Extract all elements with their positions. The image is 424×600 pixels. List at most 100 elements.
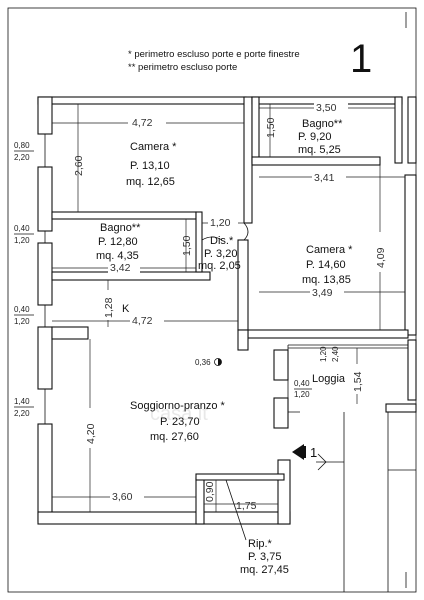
dim-bagno1-width: 3,50 <box>316 102 337 114</box>
room-rip-area: mq. 27,45 <box>240 564 289 576</box>
dimension-label-bg <box>128 115 166 129</box>
sheet-number: 1 <box>350 37 372 81</box>
watermark: casa.it <box>150 403 208 425</box>
dim-soggiorno-depth: 4,20 <box>85 423 97 444</box>
railing-mark <box>317 453 327 471</box>
room-loggia-name: Loggia <box>312 373 346 385</box>
note-line-2: ** perimetro escluso porte <box>128 62 237 73</box>
wall <box>251 96 260 164</box>
wall <box>195 477 205 525</box>
dim-camera1-depth: 2,60 <box>73 155 85 176</box>
wall <box>273 397 289 429</box>
room-camera1-perimeter: P. 13,10 <box>130 160 170 172</box>
window-4-sill: 1,40 <box>14 397 30 406</box>
dim-camera1-width: 4,72 <box>132 117 153 129</box>
dimension-label-bg <box>101 290 113 320</box>
ceiling-mark-symbol <box>218 358 222 366</box>
window-2-height: 1,20 <box>14 236 30 245</box>
wall <box>251 156 381 166</box>
room-k-name: K <box>122 303 130 315</box>
dimension-label-bg <box>350 364 362 394</box>
window-1-height: 2,20 <box>14 153 30 162</box>
dim-rip-width: 1,75 <box>236 500 257 512</box>
entrance-label: 1 <box>310 445 317 460</box>
wall <box>407 96 417 164</box>
door-arc <box>243 222 249 241</box>
sheet-frame <box>7 7 417 593</box>
rip-leader-line <box>225 479 247 541</box>
room-bagno1-name: Bagno** <box>302 118 343 130</box>
wall <box>37 166 53 232</box>
wall <box>37 96 247 105</box>
wall <box>247 329 409 339</box>
room-camera2-perimeter: P. 14,60 <box>306 259 346 271</box>
room-soggiorno-perimeter: P. 23,70 <box>160 416 200 428</box>
room-bagno2-perimeter: P. 12,80 <box>98 236 138 248</box>
room-camera2-area: mq. 13,85 <box>302 274 351 286</box>
dimension-label-bg <box>108 261 140 273</box>
room-rip-name: Rip.* <box>248 538 273 550</box>
wall <box>195 211 203 273</box>
dim-loggia-depth: 1,54 <box>352 371 364 392</box>
room-soggiorno-name: Soggiorno-pranzo * <box>130 400 226 412</box>
room-camera2-name: Camera * <box>306 244 353 256</box>
room-dis-area: mq. 2,05 <box>198 260 241 272</box>
wall <box>51 326 89 340</box>
dimension-label-bg <box>310 285 344 297</box>
wall <box>37 511 291 525</box>
room-bagno2-name: Bagno** <box>100 222 141 234</box>
window-1-sill: 0,80 <box>14 141 30 150</box>
loggia-window-sill: 0,40 <box>294 379 310 388</box>
room-rip-perimeter: P. 3,75 <box>248 551 281 563</box>
wall <box>277 459 291 525</box>
dim-camera2-depth: 4,09 <box>375 247 387 268</box>
wall <box>37 242 53 306</box>
room-bagno1-area: mq. 5,25 <box>298 144 341 156</box>
ceiling-mark: 0,36 <box>195 358 211 367</box>
dimension-label-bg <box>130 314 164 326</box>
door-arc <box>201 236 223 241</box>
dim-soggiorno-width-top: 4,72 <box>132 315 153 327</box>
note-line-1: * perimetro escluso porte e porte finest… <box>128 49 300 60</box>
dim-dis-width: 1,20 <box>210 217 231 229</box>
dim-loggia-w2: 2,40 <box>331 346 340 362</box>
dim-rip-depth: 0,90 <box>204 481 216 502</box>
loggia-outline <box>287 345 300 413</box>
loggia-window-height: 1,20 <box>294 390 310 399</box>
dim-soggiorno-width-bottom: 3,60 <box>112 491 133 503</box>
dim-loggia-w1: 1,20 <box>319 346 328 362</box>
dimension-label-bg <box>314 101 348 113</box>
wall <box>273 349 289 381</box>
window-2-sill: 0,40 <box>14 224 30 233</box>
room-dis-perimeter: P. 3,20 <box>204 248 237 260</box>
wall <box>394 96 403 164</box>
wall <box>237 239 249 331</box>
room-dis-name: Dis.* <box>210 235 234 247</box>
wall <box>37 423 53 522</box>
window-3-height: 1,20 <box>14 317 30 326</box>
room-camera1-name: Camera * <box>130 141 177 153</box>
dim-camera2-width-top: 3,41 <box>314 172 335 184</box>
dimension-label-bg <box>208 216 238 228</box>
entrance-arrow-icon <box>292 444 304 460</box>
wall <box>37 96 53 135</box>
wall <box>237 329 249 351</box>
dimension-label-bg <box>312 170 346 182</box>
room-bagno1-perimeter: P. 9,20 <box>298 131 331 143</box>
dim-camera2-width-bottom: 3,49 <box>312 287 333 299</box>
room-soggiorno-area: mq. 27,60 <box>150 431 199 443</box>
wall <box>37 326 53 390</box>
dimension-label-bg <box>110 490 144 502</box>
dim-k-depth: 1,28 <box>103 297 115 318</box>
wall <box>385 403 417 413</box>
wall <box>195 473 285 481</box>
room-camera1-area: mq. 12,65 <box>126 176 175 188</box>
wall <box>407 339 417 401</box>
dim-bagno1-depth: 1,50 <box>265 117 277 138</box>
window-3-sill: 0,40 <box>14 305 30 314</box>
dim-bagno2-width: 3,42 <box>110 262 131 274</box>
wall <box>51 271 211 281</box>
room-bagno2-area: mq. 4,35 <box>96 250 139 262</box>
wall <box>51 211 197 220</box>
